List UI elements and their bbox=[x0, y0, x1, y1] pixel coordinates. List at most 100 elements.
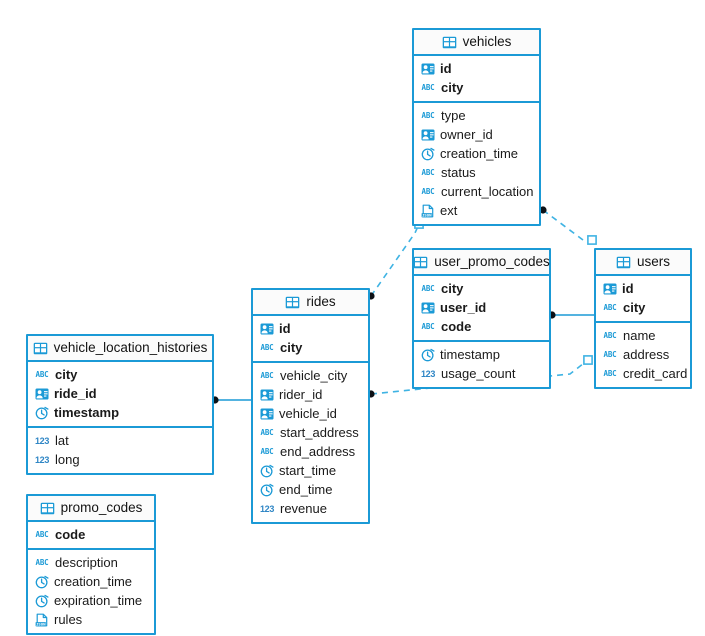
relationship-vehicles-users[interactable] bbox=[539, 206, 597, 245]
key-id-icon bbox=[602, 281, 617, 296]
key-id-icon bbox=[420, 127, 435, 142]
column-name: city bbox=[55, 367, 78, 382]
column-name: revenue bbox=[280, 501, 327, 516]
table-title: users bbox=[636, 254, 670, 270]
column-row-rider_id[interactable]: rider_id bbox=[253, 385, 368, 404]
column-row-expiration_time[interactable]: expiration_time bbox=[28, 591, 154, 610]
key-id-icon bbox=[420, 61, 435, 76]
column-name: status bbox=[441, 165, 476, 180]
column-row-owner_id[interactable]: owner_id bbox=[414, 125, 539, 144]
column-name: lat bbox=[55, 433, 69, 448]
key-id-icon bbox=[34, 386, 49, 401]
key-id-icon bbox=[259, 321, 274, 336]
123-number-icon: 123 bbox=[34, 435, 50, 446]
abc-text-icon: ABC bbox=[603, 331, 617, 340]
clock-icon bbox=[34, 593, 49, 608]
column-row-ride_id[interactable]: ride_id bbox=[28, 384, 212, 403]
key-id-icon bbox=[259, 387, 274, 402]
123-number-icon: 123 bbox=[259, 503, 275, 514]
column-row-creation_time[interactable]: creation_time bbox=[28, 572, 154, 591]
column-name: start_address bbox=[280, 425, 359, 440]
column-row-id[interactable]: id bbox=[596, 279, 690, 298]
column-name: id bbox=[622, 281, 634, 296]
column-name: description bbox=[55, 555, 118, 570]
column-row-revenue[interactable]: 123 revenue bbox=[253, 499, 368, 518]
relationship-user_promo_codes-users[interactable] bbox=[548, 311, 594, 319]
column-row-user_id[interactable]: user_id bbox=[414, 298, 549, 317]
table-title: vehicle_location_histories bbox=[53, 340, 208, 356]
column-name: id bbox=[279, 321, 291, 336]
table-header-rides[interactable]: rides bbox=[253, 290, 368, 316]
column-name: city bbox=[280, 340, 303, 355]
column-name: city bbox=[441, 80, 464, 95]
column-row-id[interactable]: id bbox=[253, 319, 368, 338]
column-row-creation_time[interactable]: creation_time bbox=[414, 144, 539, 163]
table-icon bbox=[285, 295, 300, 310]
column-name: type bbox=[441, 108, 466, 123]
column-name: timestamp bbox=[440, 347, 500, 362]
column-row-start_time[interactable]: start_time bbox=[253, 461, 368, 480]
column-name: creation_time bbox=[54, 574, 133, 589]
clock-icon bbox=[420, 146, 435, 161]
relationship-endpoint-square bbox=[587, 235, 597, 245]
column-row-id[interactable]: id bbox=[414, 59, 539, 78]
abc-text-icon: ABC bbox=[260, 447, 274, 456]
column-row-end_time[interactable]: end_time bbox=[253, 480, 368, 499]
json-icon: JSON bbox=[34, 612, 49, 627]
column-row-timestamp[interactable]: timestamp bbox=[28, 403, 212, 422]
table-header-users[interactable]: users bbox=[596, 250, 690, 276]
table-icon bbox=[413, 255, 428, 270]
abc-text-icon: ABC bbox=[603, 350, 617, 359]
table-header-vehicle_location_histories[interactable]: vehicle_location_histories bbox=[28, 336, 212, 362]
column-name: credit_card bbox=[623, 366, 688, 381]
table-icon bbox=[33, 341, 48, 356]
table-header-user_promo_codes[interactable]: user_promo_codes bbox=[413, 250, 550, 276]
column-row-timestamp[interactable]: timestamp bbox=[414, 345, 549, 364]
column-name: start_time bbox=[279, 463, 337, 478]
column-name: current_location bbox=[441, 184, 534, 199]
table-header-vehicles[interactable]: vehicles bbox=[414, 30, 539, 56]
column-row-lat[interactable]: 123 lat bbox=[28, 431, 212, 450]
clock-icon bbox=[259, 482, 274, 497]
column-row-vehicle_id[interactable]: vehicle_id bbox=[253, 404, 368, 423]
abc-text-icon: ABC bbox=[35, 530, 49, 539]
table-header-promo_codes[interactable]: promo_codes bbox=[28, 496, 154, 522]
table-icon bbox=[442, 35, 457, 50]
relationship-vehicle_location_histories-rides[interactable] bbox=[211, 396, 251, 404]
